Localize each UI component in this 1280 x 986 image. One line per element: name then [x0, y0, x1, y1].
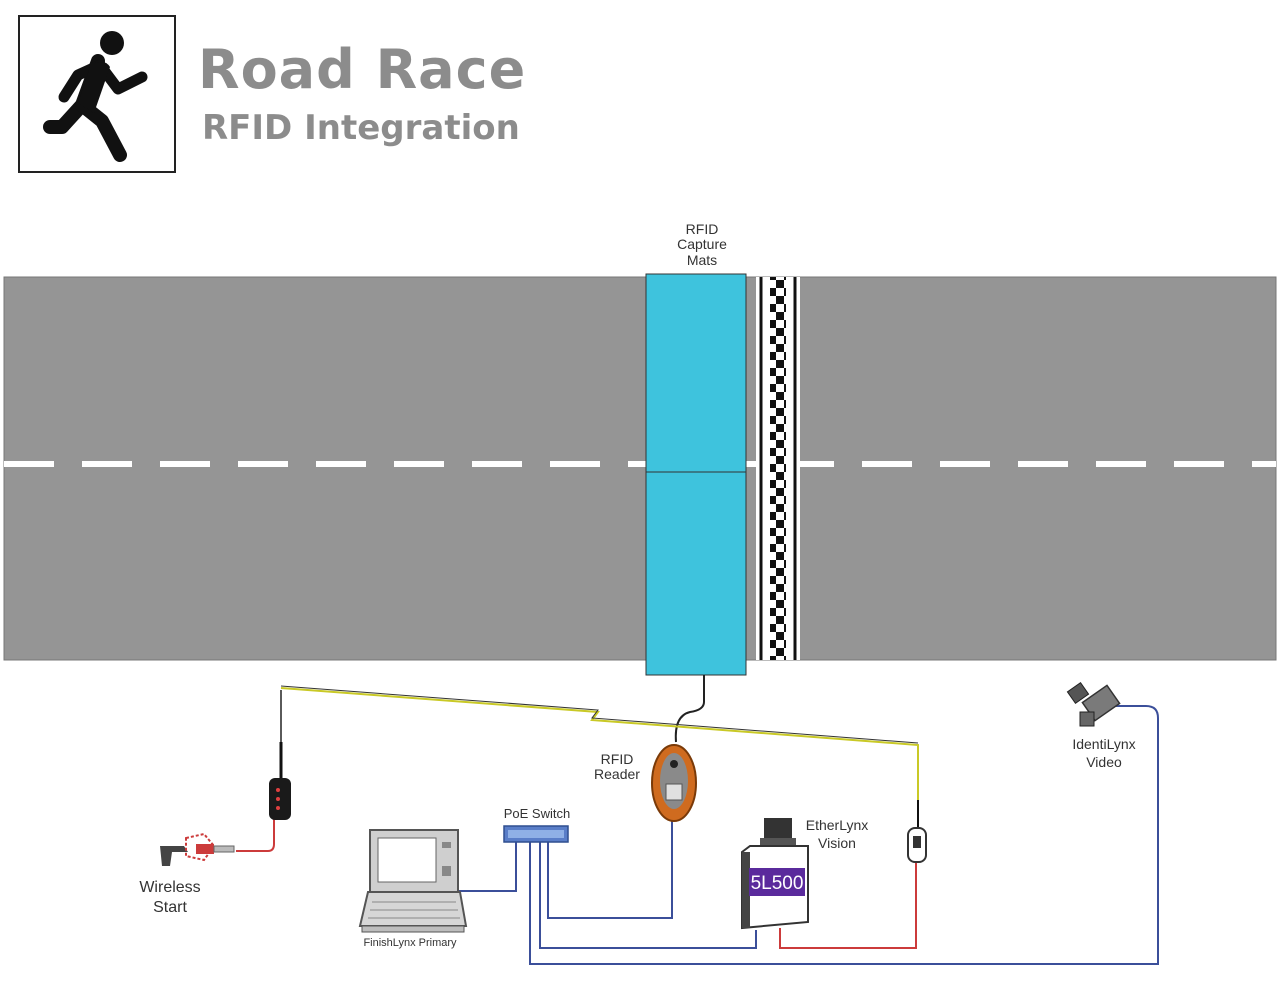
cable-switch-reader: [547, 820, 673, 919]
identilynx-camera-icon: [1066, 681, 1121, 727]
running-person-icon: [43, 31, 148, 162]
rfid-mats-label-line1: RFID: [685, 221, 719, 237]
cable-switch-identilynx: [529, 705, 1159, 965]
rfid-mats-label: RFID Capture Mats: [664, 221, 740, 268]
identilynx-label-line1: IdentiLynx: [1072, 736, 1136, 752]
identilynx-label-line2: Video: [1086, 754, 1122, 771]
cable-laptop-switch: [458, 840, 517, 892]
rfid-reader-label: RFID Reader: [584, 751, 650, 783]
starter-gun-icon: [160, 832, 235, 866]
rfid-reader-label-line1: RFID: [600, 751, 634, 767]
rfid-mat-bottom: [645, 471, 747, 676]
poe-switch-label: PoE Switch: [503, 806, 571, 821]
identilynx-label: IdentiLynx Video: [1058, 735, 1150, 771]
etherlynx-label-line1: EtherLynx: [805, 817, 869, 833]
laptop-icon: [358, 829, 468, 933]
rfid-mat-top: [645, 273, 747, 473]
road: [3, 276, 1277, 661]
rfid-mats-label-line2: Capture: [677, 236, 727, 253]
etherlynx-label: EtherLynx Vision: [796, 816, 878, 852]
rfid-reader-icon: [651, 744, 697, 822]
cable-switch-camera: [539, 840, 757, 949]
page-subtitle: RFID Integration: [202, 108, 520, 148]
cable-start-transmitter: [236, 818, 275, 852]
camera-model-label: 5L500: [751, 873, 804, 894]
wireless-link: [280, 687, 919, 805]
wireless-start-label-line1: Wireless: [139, 879, 201, 896]
mat-cable: [674, 675, 705, 743]
etherlynx-label-line2: Vision: [818, 835, 856, 852]
logo-box: [18, 15, 176, 173]
wireless-start-label: Wireless Start: [126, 878, 214, 918]
finishlynx-label: FinishLynx Primary: [363, 937, 457, 949]
wireless-start-label-line2: Start: [153, 899, 187, 916]
receiver-icon: [907, 800, 927, 863]
transmitter-icon: [269, 742, 291, 820]
rfid-reader-label-line2: Reader: [594, 766, 640, 783]
page-title: Road Race: [198, 38, 527, 101]
poe-switch-icon: [503, 825, 569, 843]
cable-camera-sensor: [779, 862, 917, 949]
rfid-mats-label-line3: Mats: [686, 251, 718, 268]
camera-icon: 5L500: [741, 818, 809, 930]
